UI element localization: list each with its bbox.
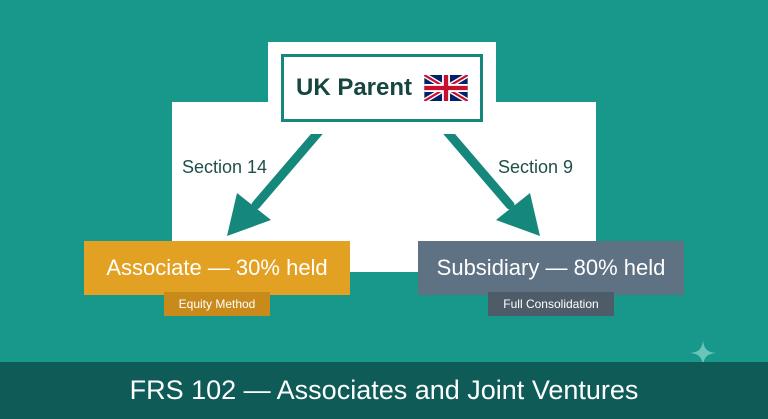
edge-label-section-14: Section 14 bbox=[182, 157, 268, 177]
subsidiary-node: Subsidiary — 80% held bbox=[418, 241, 684, 295]
arrow-to-subsidiary bbox=[439, 123, 515, 210]
parent-node-frame: UK Parent bbox=[281, 54, 483, 122]
equity-method-tag: Equity Method bbox=[164, 292, 270, 316]
arrowhead-associate bbox=[227, 193, 271, 236]
edge-label-section-9: Section 9 bbox=[498, 157, 574, 177]
associate-node: Associate — 30% held bbox=[84, 241, 350, 295]
parent-node: UK Parent bbox=[268, 42, 496, 134]
parent-label: UK Parent bbox=[295, 74, 413, 101]
arrowhead-subsidiary bbox=[496, 193, 540, 236]
footer-title: FRS 102 — Associates and Joint Ventures bbox=[129, 375, 639, 405]
arrow-to-associate bbox=[251, 123, 327, 210]
sparkle-icon bbox=[690, 340, 716, 366]
footer-banner: FRS 102 — Associates and Joint Ventures bbox=[0, 362, 768, 419]
union-jack-icon bbox=[424, 75, 469, 101]
full-consolidation-tag: Full Consolidation bbox=[488, 292, 614, 316]
